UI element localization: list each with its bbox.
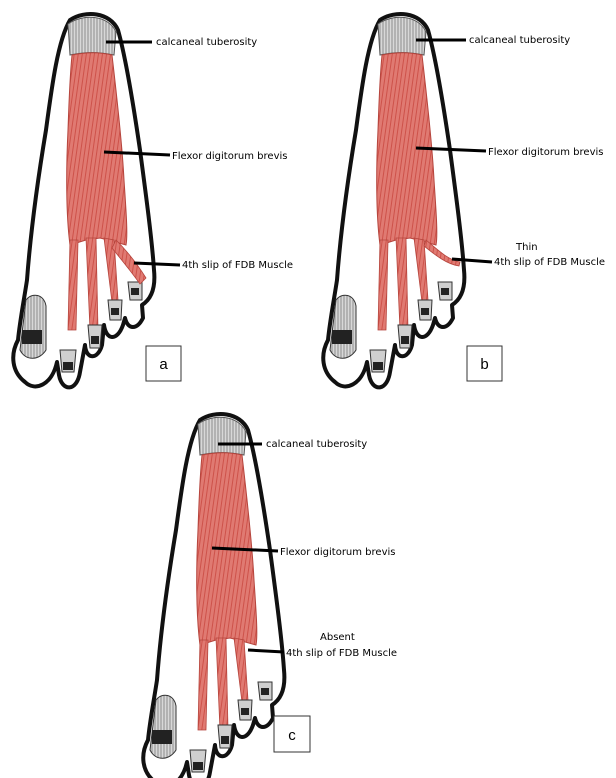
label-calcaneal-tuberosity: calcaneal tuberosity bbox=[156, 37, 257, 48]
leader-line bbox=[134, 263, 180, 265]
label-fourth-slip: 4th slip of FDB Muscle bbox=[494, 257, 605, 268]
label-calcaneal-tuberosity: calcaneal tuberosity bbox=[469, 35, 570, 46]
foot-drawing bbox=[13, 14, 154, 387]
label-flexor-digitorum-brevis: Flexor digitorum brevis bbox=[280, 547, 395, 558]
label-slip-prefix: Thin bbox=[515, 242, 538, 253]
foot-drawing bbox=[143, 414, 284, 778]
panel-a: calcaneal tuberosity Flexor digitorum br… bbox=[13, 14, 293, 387]
label-fourth-slip: 4th slip of FDB Muscle bbox=[182, 260, 293, 271]
panel-c: calcaneal tuberosity Flexor digitorum br… bbox=[143, 414, 397, 778]
panel-label: c bbox=[288, 727, 296, 744]
label-calcaneal-tuberosity: calcaneal tuberosity bbox=[266, 439, 367, 450]
panel-b: calcaneal tuberosity Flexor digitorum br… bbox=[323, 14, 605, 387]
label-fourth-slip: 4th slip of FDB Muscle bbox=[286, 648, 397, 659]
panel-label: a bbox=[159, 356, 168, 373]
label-slip-prefix: Absent bbox=[320, 632, 355, 643]
panel-label: b bbox=[480, 356, 488, 373]
label-flexor-digitorum-brevis: Flexor digitorum brevis bbox=[488, 147, 603, 158]
leader-line bbox=[248, 650, 284, 652]
label-flexor-digitorum-brevis: Flexor digitorum brevis bbox=[172, 151, 287, 162]
foot-drawing bbox=[323, 14, 464, 387]
